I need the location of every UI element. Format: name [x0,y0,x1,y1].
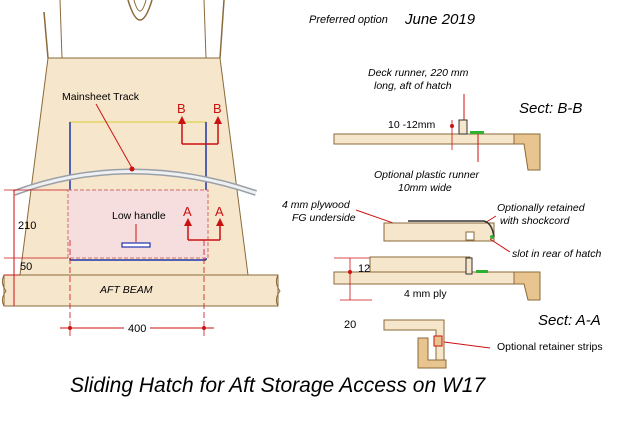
deck-runner-label-2: long, aft of hatch [374,80,452,92]
hook-shape [127,0,153,21]
section-aa-title: Sect: A-A [538,312,601,329]
a-right-arrow [216,218,224,226]
plastic-runner-aa [476,270,488,273]
leg-right [219,0,225,59]
preferred-option: Preferred option [309,14,388,26]
aft-beam-label: AFT BEAM [99,284,153,296]
leg-left [43,11,49,59]
section-b-markers: B B [177,101,222,145]
slot [465,231,475,241]
section-aa: 4 mm plywood FG underside Optionally ret… [282,199,603,369]
slot-label: slot in rear of hatch [512,248,601,260]
retainer-strip [433,335,443,347]
dim-400-left-dot [68,326,72,330]
date-label: June 2019 [404,11,476,28]
section-bb: Sect: B-B Deck runner, 220 mm long, aft … [333,67,582,194]
leg-left-inner [59,0,63,59]
dim-400-label: 400 [128,323,146,335]
dim-210-label: 210 [18,220,36,232]
dim-400-right-dot [202,326,206,330]
plywood-leader [355,209,397,225]
runner-block-aa [369,256,471,273]
a-left-letter: A [183,204,192,219]
b-left-arrow [178,116,186,124]
hatch-section [383,222,495,242]
deck-runner-label: Deck runner, 220 mm [368,67,469,79]
mainsheet-track-label: Mainsheet Track [62,91,140,103]
dim-12-dot [348,270,352,274]
dim-20-label: 20 [344,319,356,331]
mainsheet-leader-dot [129,166,135,172]
aft-beam-break-right [275,274,281,307]
dim-400-bg [124,320,150,334]
retained-label: Optionally retained [497,202,586,214]
aft-beam [3,274,279,307]
mainsheet-leader [95,103,133,169]
dim-50-label: 50 [20,261,32,273]
retained-label-2: with shockcord [500,215,571,227]
deck-plank-bb [333,133,523,145]
low-handle [121,242,151,248]
retainer-leader [443,341,491,349]
plastic-runner-label-2: 10mm wide [398,182,452,194]
plastic-runner-label: Optional plastic runner [374,169,480,181]
hook-inner [133,0,147,12]
coaming-aa [513,271,541,301]
runner-aa [465,257,473,275]
deck-runner [458,119,468,135]
a-left-arrow [184,218,192,226]
b-left-letter: B [177,101,186,116]
plywood-label-2: FG underside [292,212,356,224]
coaming-bb [513,133,541,171]
b-right-letter: B [213,101,222,116]
shockcord-hook [483,220,495,238]
low-handle-label: Low handle [112,210,166,222]
leg-right-inner [203,0,207,59]
mainsheet-track-inner [13,170,257,195]
slot-leader [489,238,511,253]
b-right-arrow [214,116,222,124]
diagram-caption: Sliding Hatch for Aft Storage Access on … [70,374,486,397]
plan-view: Mainsheet Track B B A A Low handle [1,0,281,336]
dim-10-12-label: 10 -12mm [388,119,436,131]
a-right-letter: A [215,204,224,219]
plywood-label: 4 mm plywood [282,199,351,211]
section-bb-title: Sect: B-B [519,100,582,117]
ply-label: 4 mm ply [404,288,447,300]
aft-beam-break-left [1,274,7,307]
retainer-label: Optional retainer strips [497,341,603,353]
dim-bb-dot [450,124,454,128]
shockcord-anchor [490,235,494,239]
plastic-runner [470,131,484,134]
retainer-lower [417,337,447,369]
dim-12-label: 12 [358,263,370,275]
